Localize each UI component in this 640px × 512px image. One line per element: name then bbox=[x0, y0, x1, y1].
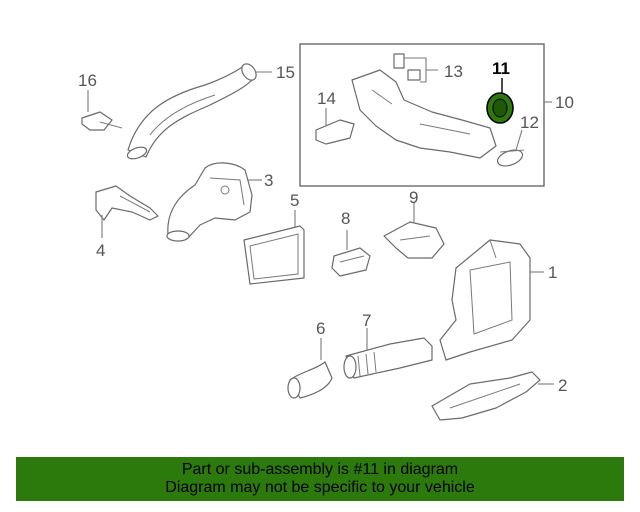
callout-12: 12 bbox=[520, 113, 539, 132]
callout-10: 10 bbox=[555, 93, 574, 112]
callout-5: 5 bbox=[290, 191, 299, 210]
callout-1: 1 bbox=[548, 263, 557, 282]
banner-line-1: Part or sub-assembly is #11 in diagram bbox=[181, 461, 459, 478]
part-7-duct bbox=[343, 337, 433, 379]
inset-box bbox=[299, 43, 545, 187]
part-11-clamp-highlighted bbox=[486, 92, 514, 124]
callout-4: 4 bbox=[96, 241, 105, 260]
part-9-cover bbox=[383, 221, 445, 259]
callout-16: 16 bbox=[78, 71, 97, 90]
part-2-lower-shield bbox=[431, 371, 541, 421]
part-5-air-filter bbox=[243, 225, 305, 285]
callout-15: 15 bbox=[276, 63, 295, 82]
part-10-hose-assembly bbox=[351, 69, 497, 159]
part-4-bracket bbox=[95, 185, 159, 221]
leader-13 bbox=[404, 57, 438, 83]
part-1-air-box bbox=[439, 239, 531, 361]
part-15-intake-pipe bbox=[126, 63, 257, 160]
callout-11: 11 bbox=[492, 59, 510, 78]
part-16-bracket bbox=[81, 111, 123, 131]
callout-7: 7 bbox=[362, 311, 371, 330]
callout-3: 3 bbox=[264, 171, 273, 190]
part-3-elbow-housing bbox=[166, 162, 253, 242]
callout-2: 2 bbox=[558, 376, 567, 395]
callout-14: 14 bbox=[317, 89, 336, 108]
part-14-sensor bbox=[315, 119, 355, 145]
leader-12 bbox=[515, 129, 523, 151]
banner-line-2: Diagram may not be specific to your vehi… bbox=[165, 479, 475, 496]
callout-9: 9 bbox=[409, 188, 418, 207]
part-6-hose bbox=[287, 361, 333, 399]
callout-8: 8 bbox=[341, 209, 350, 228]
part-13-fittings bbox=[393, 53, 421, 81]
callout-13: 13 bbox=[444, 62, 463, 81]
info-banner: Part or sub-assembly is #11 in diagram D… bbox=[16, 457, 624, 501]
part-8-sensor bbox=[331, 247, 371, 277]
part-12-clamp bbox=[496, 149, 525, 167]
callout-6: 6 bbox=[316, 319, 325, 338]
